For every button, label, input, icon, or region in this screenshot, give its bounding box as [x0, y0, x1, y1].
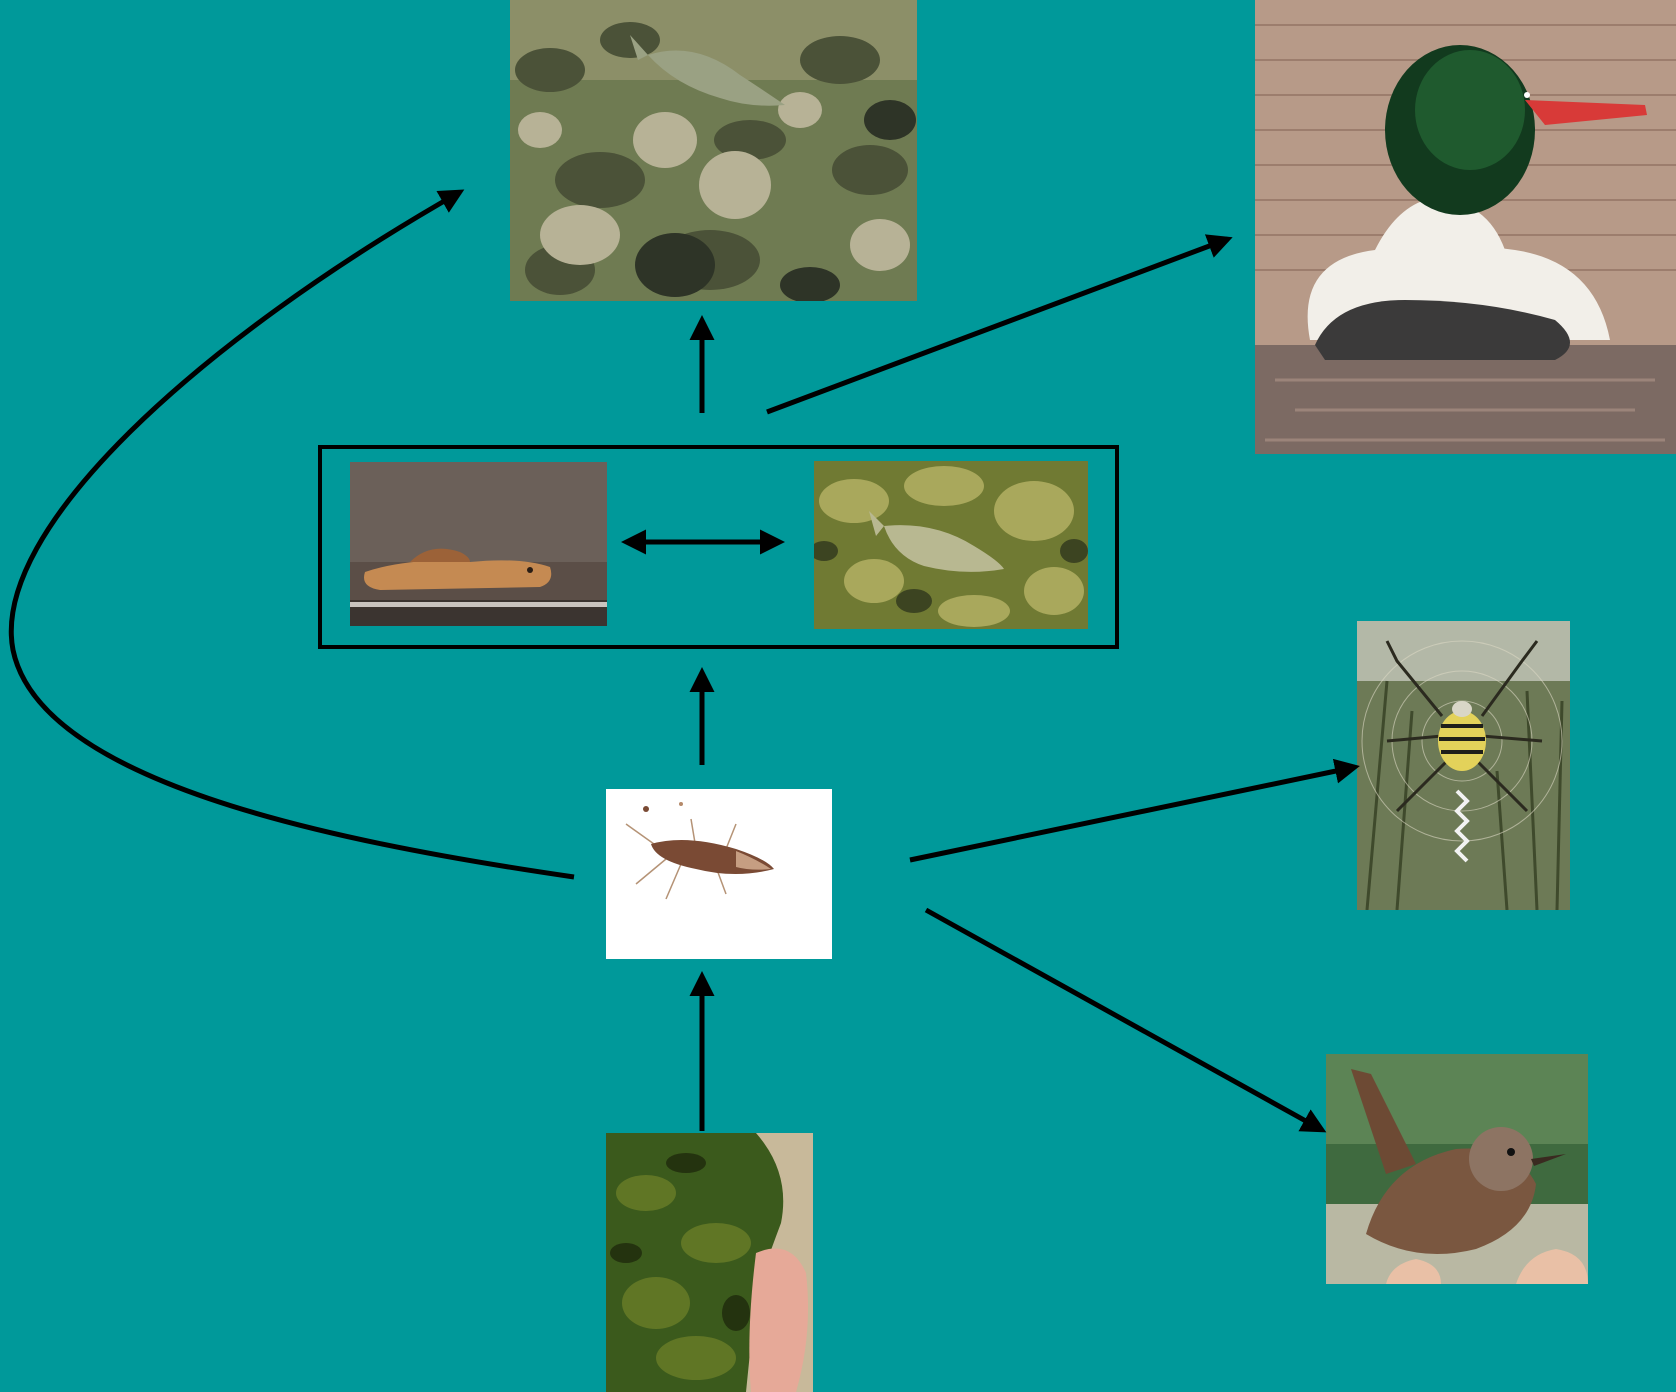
arrow-larva-to-spider — [910, 767, 1355, 860]
arrow-larva-to-wren — [926, 910, 1322, 1130]
arrow-fish-group-to-merganser — [767, 239, 1228, 412]
arrow-larva-to-trout — [11, 192, 574, 877]
